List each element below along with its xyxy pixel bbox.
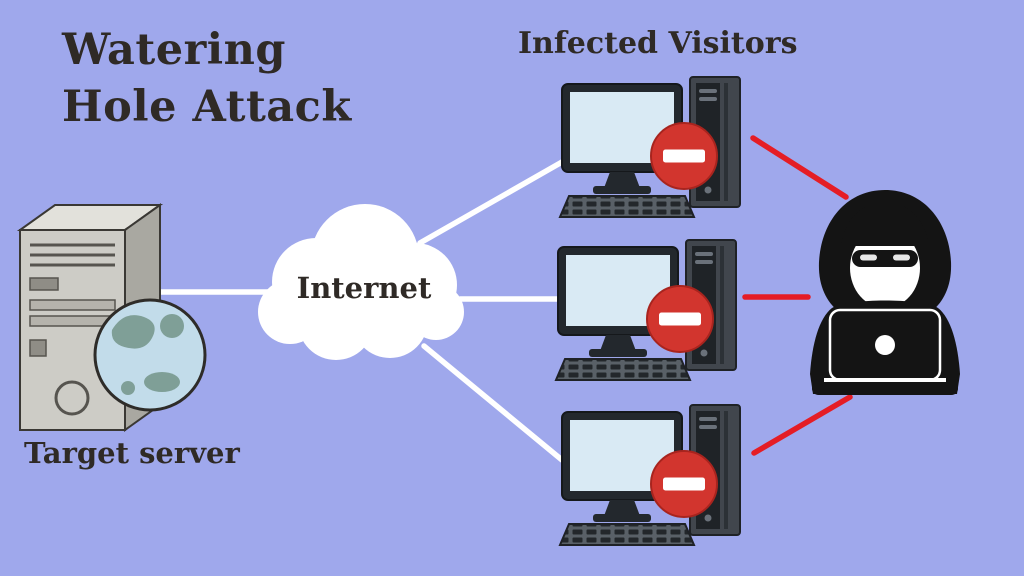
line-computer-1-to-hacker bbox=[750, 135, 849, 200]
infected-visitors-label: Infected Visitors bbox=[518, 26, 798, 61]
hacker-face bbox=[850, 228, 920, 308]
title-line-1: Watering bbox=[62, 25, 286, 75]
internet-cloud-icon bbox=[258, 204, 464, 360]
infected-computer-1 bbox=[559, 76, 741, 218]
globe-icon bbox=[93, 298, 207, 412]
line-internet-to-computer-3 bbox=[421, 343, 565, 463]
hacker-eye-band bbox=[852, 250, 918, 267]
infected-computer-3 bbox=[559, 404, 741, 546]
infected-computer-2 bbox=[555, 239, 737, 381]
laptop-logo-icon bbox=[875, 335, 895, 355]
target-server-label: Target server bbox=[24, 436, 240, 470]
hacker-icon bbox=[810, 190, 960, 395]
page-title: Watering Hole Attack bbox=[62, 22, 352, 136]
title-line-2: Hole Attack bbox=[62, 81, 352, 132]
connection-lines bbox=[157, 135, 853, 463]
line-internet-to-computer-1 bbox=[417, 159, 565, 246]
line-computer-3-to-hacker bbox=[751, 394, 853, 456]
laptop-base bbox=[812, 382, 958, 395]
internet-label: Internet bbox=[296, 271, 432, 305]
